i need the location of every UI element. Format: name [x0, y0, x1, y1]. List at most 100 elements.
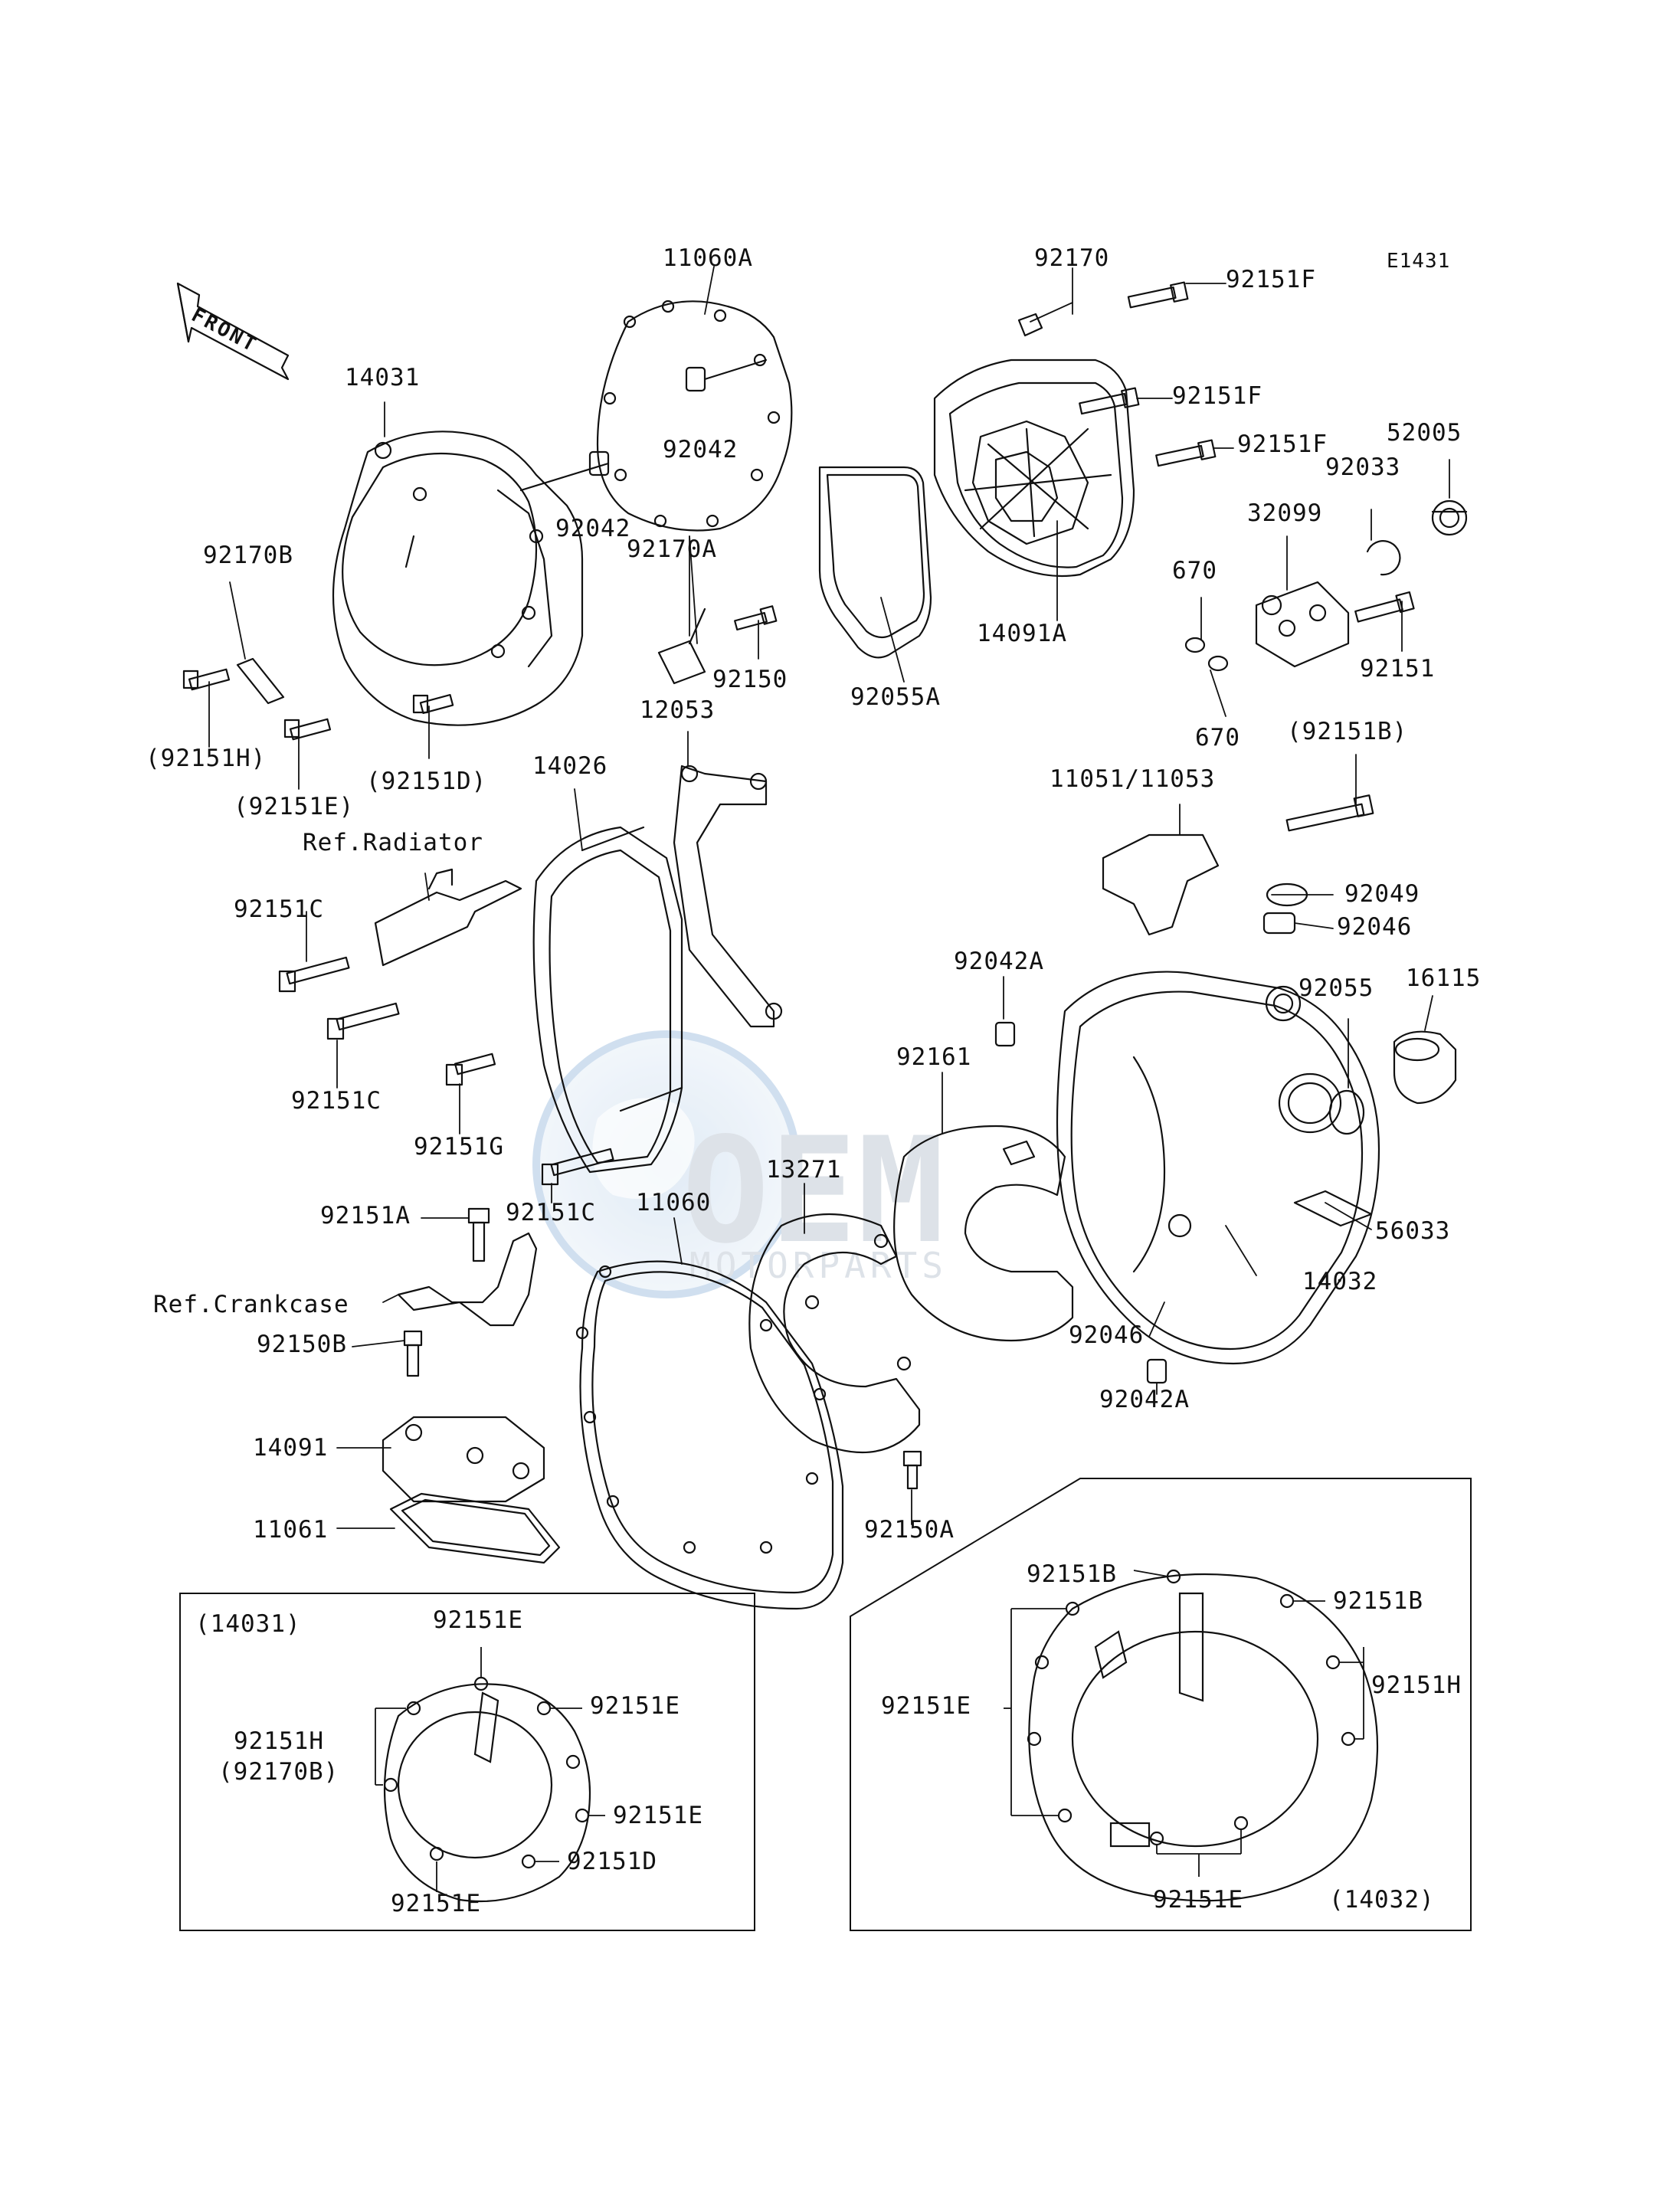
label-11051-11053: 11051/11053	[1050, 765, 1216, 793]
label-92170a: 92170A	[627, 535, 717, 563]
bolt-92151g	[445, 1053, 496, 1086]
bolt-92150b	[403, 1330, 423, 1377]
inset-left-label-left1: 92151H	[234, 1727, 324, 1755]
watermark-oem: OEM	[682, 1106, 945, 1275]
inset-left-box	[179, 1593, 755, 1931]
label-14031: 14031	[345, 364, 421, 391]
label-92042a-1: 92042A	[954, 948, 1044, 975]
bolt-92151	[1354, 591, 1415, 623]
bolt-92151e	[283, 718, 332, 741]
label-14091: 14091	[253, 1434, 329, 1462]
label-ref-crankcase: Ref.Crankcase	[153, 1291, 349, 1318]
label-670-1: 670	[1172, 557, 1217, 584]
label-52005: 52005	[1387, 419, 1462, 447]
inset-left-label-bottom: 92151E	[391, 1890, 481, 1917]
inset-right-label-bottom: 92151E	[1153, 1886, 1243, 1914]
label-92151f-1: 92151F	[1226, 266, 1316, 293]
inset-left-label-r1: 92151E	[590, 1692, 680, 1720]
cap-52005	[1431, 499, 1468, 536]
bolt-92150a	[902, 1450, 922, 1490]
front-arrow-icon	[176, 282, 290, 381]
label-11060: 11060	[636, 1189, 712, 1216]
dowel-92042a-1	[994, 1021, 1016, 1047]
label-16115: 16115	[1406, 964, 1482, 992]
bolt-92151b	[1285, 794, 1374, 832]
inset-right-label-left: 92151E	[881, 1692, 971, 1720]
label-92049: 92049	[1344, 880, 1420, 908]
label-92042-1: 92042	[663, 436, 738, 463]
cover-14032	[1056, 971, 1380, 1365]
cover-14031	[332, 431, 584, 726]
label-92151e: (92151E)	[234, 793, 355, 820]
bolt-92151c-3	[541, 1148, 614, 1186]
inset-right-label-tl: 92151B	[1027, 1560, 1117, 1588]
crankcase-bracket	[397, 1232, 538, 1327]
dowel-92042a-2	[1146, 1358, 1167, 1384]
inset-left-label-top: 92151E	[433, 1606, 523, 1634]
label-11061: 11061	[253, 1516, 329, 1544]
label-92046-1: 92046	[1337, 913, 1413, 941]
label-56033: 56033	[1375, 1217, 1451, 1245]
cover-14091	[382, 1416, 545, 1503]
cover-14091a	[933, 359, 1135, 578]
label-92042-2: 92042	[555, 515, 631, 542]
label-92151c-3: 92151C	[506, 1199, 596, 1226]
bolt-92151f-2	[1079, 387, 1140, 415]
inset-right-label-right: 92151H	[1371, 1671, 1462, 1699]
inset-left-label-left2: (92170B)	[218, 1758, 339, 1786]
bracket-12053	[673, 765, 775, 1028]
bolt-92151c-2	[326, 1002, 400, 1040]
bolt-92151a	[467, 1207, 490, 1262]
bolt-92151f-3	[1155, 439, 1217, 467]
label-13271: 13271	[766, 1156, 842, 1184]
oring-670-2	[1207, 655, 1229, 672]
bracket-92170a	[657, 607, 706, 685]
inset-cover-14032	[1027, 1569, 1379, 1902]
label-670-2: 670	[1195, 724, 1240, 751]
bracket-11051	[1102, 833, 1220, 936]
watermark-logo: OEM MOTORPARTS	[532, 1030, 948, 1298]
label-92151a: 92151A	[320, 1202, 411, 1229]
label-92033: 92033	[1325, 453, 1401, 481]
dowel-92042-1	[685, 366, 706, 392]
label-92151h: (92151H)	[146, 745, 267, 772]
label-92151: 92151	[1360, 655, 1436, 683]
inset-right-leaders	[1004, 1570, 1364, 1877]
label-92055a: 92055A	[850, 683, 941, 711]
label-12053: 12053	[640, 696, 716, 724]
label-92170b: 92170B	[203, 542, 293, 569]
label-14091a: 14091A	[977, 620, 1067, 647]
cap-16115	[1393, 1030, 1457, 1105]
inset-right-title: (14032)	[1329, 1886, 1435, 1914]
gasket-92055a	[818, 466, 932, 659]
inset-left-leaders	[375, 1647, 605, 1892]
label-92151f-2: 92151F	[1172, 382, 1262, 410]
label-11060a: 11060A	[663, 244, 753, 272]
bearing-92046	[1262, 912, 1296, 935]
plate-13271	[748, 1213, 921, 1454]
oring-670-1	[1184, 637, 1206, 653]
bolt-92151f-1	[1127, 281, 1189, 309]
label-92151b-top: (92151B)	[1287, 718, 1408, 745]
inset-right-label-tr: 92151B	[1333, 1587, 1423, 1615]
inset-left-label-r2: 92151E	[613, 1802, 703, 1829]
pump-32099	[1255, 581, 1350, 668]
watermark-motorparts: MOTORPARTS	[689, 1245, 948, 1286]
label-ref-radiator: Ref.Radiator	[303, 829, 483, 856]
inset-left-title: (14031)	[195, 1610, 301, 1638]
label-92150b: 92150B	[257, 1331, 347, 1358]
label-92150: 92150	[712, 666, 788, 693]
label-14026: 14026	[532, 752, 608, 780]
label-92046-2: 92046	[1069, 1321, 1145, 1349]
label-92151g: 92151G	[414, 1133, 504, 1161]
gasket-11060a	[596, 300, 793, 532]
circlip-92033	[1366, 540, 1401, 576]
label-92151c-1: 92151C	[234, 895, 324, 923]
label-92055: 92055	[1298, 974, 1374, 1002]
bracket-92170b	[236, 657, 285, 705]
label-92042a-2: 92042A	[1099, 1386, 1190, 1413]
bolt-92151d	[412, 693, 454, 715]
inset-right-box	[850, 1478, 1472, 1931]
inset-cover-14031	[383, 1676, 591, 1903]
